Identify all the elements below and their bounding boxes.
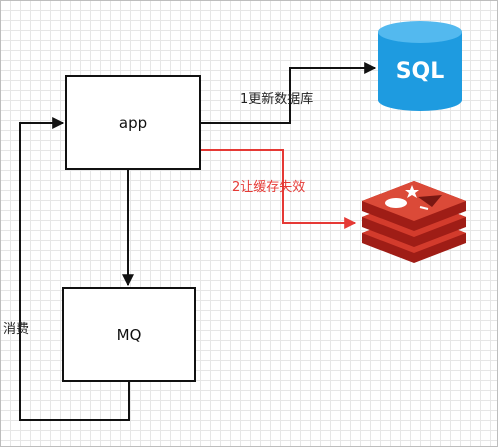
update-db-connector [201, 62, 377, 124]
consume-connector [19, 117, 130, 421]
app-node: app [65, 75, 201, 170]
invalidate-cache-label: 2让缓存失效 [232, 180, 306, 195]
sql-database-icon: SQL [378, 21, 462, 111]
update-db-label: 1更新数据库 [240, 92, 314, 107]
mq-node-label: MQ [116, 325, 142, 344]
invalidate-cache-connector [201, 149, 357, 229]
app-node-label: app [118, 113, 148, 132]
consume-label: 消费 [3, 322, 30, 337]
sql-icon-label: SQL [396, 59, 445, 84]
mq-node: MQ [62, 287, 196, 382]
redis-cache-icon [362, 181, 466, 263]
